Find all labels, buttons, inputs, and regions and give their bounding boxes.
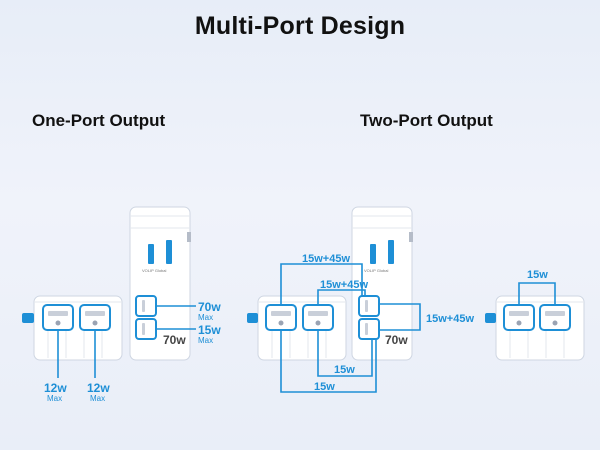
label-70w: 70w: [198, 300, 221, 314]
label-15w-right: 15w: [527, 269, 548, 281]
cable-15w45w-mid: [317, 289, 366, 305]
cable-15w45w-top: [280, 263, 363, 305]
charger-vertical-middle: VOLIP Global 70w: [351, 206, 413, 361]
label-15w45w-mid: 15w+45w: [320, 279, 368, 291]
label-12w-right-max: Max: [90, 394, 105, 403]
label-15w-inner: 15w: [334, 364, 355, 376]
label-15w: 15w: [198, 323, 221, 337]
badge-70w-middle: 70w: [385, 333, 408, 347]
brand-text-middle: VOLIP Global: [364, 268, 388, 273]
label-70w-max: Max: [198, 313, 213, 322]
label-15w-outer: 15w: [314, 381, 335, 393]
label-12w-left: 12w: [44, 381, 67, 395]
label-15w-max: Max: [198, 336, 213, 345]
cable-15w-right: [518, 282, 556, 305]
label-12w-left-max: Max: [47, 394, 62, 403]
cable-15w-inner: [317, 330, 373, 377]
section-heading-one-port: One-Port Output: [32, 111, 166, 130]
label-15w45w-top: 15w+45w: [302, 253, 350, 265]
charger-vertical-left: VOLIP Global 70w: [129, 206, 191, 361]
page-title: Multi-Port Design: [194, 12, 406, 40]
badge-70w-left: 70w: [163, 333, 186, 347]
brand-text-left: VOLIP Global: [142, 268, 166, 273]
cable-15w45w-right: [379, 303, 421, 331]
usb-c-port-middle-top: [358, 295, 380, 317]
section-heading-two-port: Two-Port Output: [360, 111, 493, 130]
cable-15w-outer: [280, 330, 377, 393]
label-12w-right: 12w: [87, 381, 110, 395]
label-15w45w-right: 15w+45w: [426, 313, 474, 325]
usb-c-port-middle-bottom: [358, 318, 380, 340]
